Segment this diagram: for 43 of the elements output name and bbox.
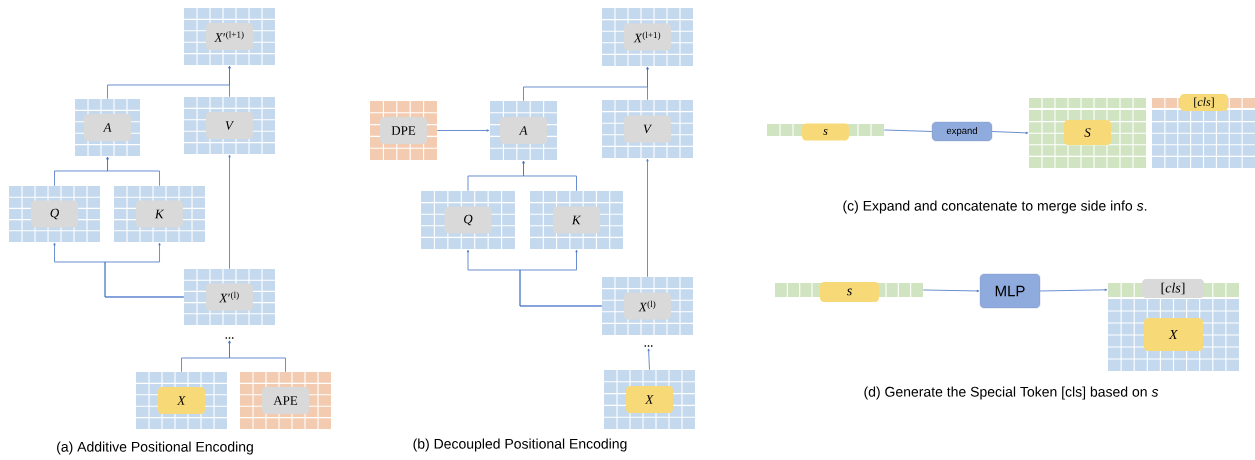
- caption: (b) Decoupled Positional Encoding: [413, 438, 627, 452]
- connector-line: [883, 129, 933, 132]
- token-label: s: [820, 282, 879, 302]
- token-label: X$^{(l)}$: [624, 292, 671, 320]
- arrow: [646, 66, 649, 101]
- ellipsis-text: …: [644, 345, 653, 347]
- token-label: K: [553, 206, 600, 234]
- caption: (d) Generate the Special Token [cls] based on s: [864, 386, 1159, 400]
- process-box: MLP: [979, 273, 1041, 309]
- arrow: [228, 340, 286, 373]
- token-label: [cls]: [1180, 94, 1228, 111]
- arrow: [1039, 288, 1108, 292]
- token-label: X: [158, 387, 205, 414]
- token-label: X′$^{(l)}$: [206, 283, 253, 311]
- token-label: APE: [262, 387, 309, 414]
- token-label: X$^{(l+1)}$: [624, 23, 671, 51]
- caption: (c) Expand and concatenate to merge side info s.: [843, 200, 1147, 214]
- arrow: [106, 156, 160, 187]
- arrow: [922, 289, 980, 292]
- token-label: V: [624, 115, 671, 143]
- token-label: Q: [31, 200, 78, 228]
- token-label: A: [500, 117, 547, 144]
- token-label: s: [802, 123, 849, 141]
- arrow: [647, 348, 650, 371]
- token-label: DPE: [380, 117, 427, 144]
- token-label: A: [84, 114, 131, 141]
- caption: (a) Additive Positional Encoding: [57, 441, 253, 455]
- token-label: Q: [444, 206, 492, 234]
- token-label: X′$^{(l+1)}$: [206, 23, 253, 50]
- arrow: [228, 154, 231, 270]
- arrow: [522, 160, 577, 192]
- token-label: V: [206, 112, 253, 139]
- process-box: expand: [931, 121, 993, 142]
- arrow: [646, 158, 649, 278]
- token-label: [cls]: [1142, 279, 1204, 298]
- arrow: [436, 129, 490, 132]
- arrow: [228, 65, 231, 98]
- ellipsis-text: …: [225, 337, 234, 339]
- arrow: [104, 242, 185, 298]
- arrow: [991, 131, 1029, 134]
- token-label: X: [626, 386, 673, 413]
- arrow: [519, 249, 603, 307]
- token-label: K: [136, 200, 183, 228]
